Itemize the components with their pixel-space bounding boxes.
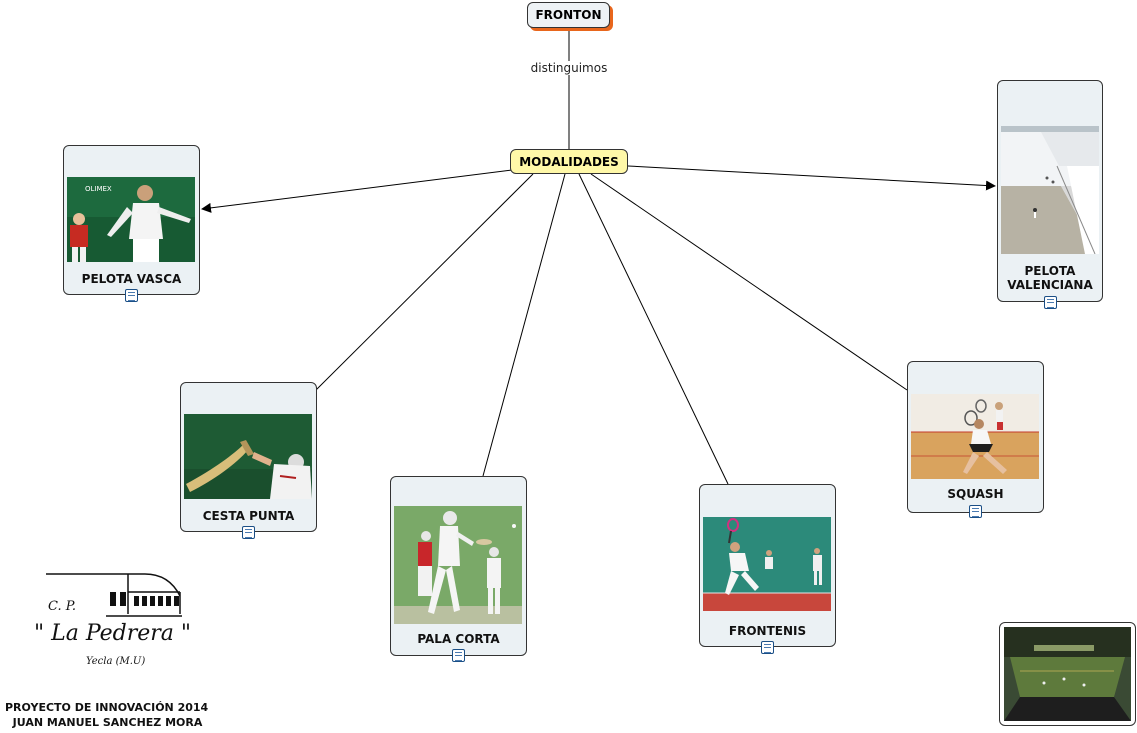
footer-author: JUAN MANUEL SANCHEZ MORA [12, 716, 203, 729]
pelota-vasca-resource-icon[interactable] [125, 289, 138, 302]
school-logo: C. P. " La Pedrera " Yecla (M.U) [30, 562, 210, 672]
pelota-valenciana-resource-icon[interactable] [1044, 296, 1057, 309]
link-to-pala-corta [482, 173, 566, 477]
concept-squash[interactable]: SQUASH [907, 361, 1044, 518]
root-concept-fronton[interactable]: FRONTON [527, 2, 610, 28]
frontenis-photo [703, 517, 831, 611]
pala-corta-photo [394, 506, 522, 624]
cesta-punta-label: CESTA PUNTA [202, 509, 295, 523]
concept-pelota-valenciana[interactable]: PELOTA VALENCIANA [997, 80, 1103, 309]
arrow-to-pelota-valenciana [627, 165, 996, 191]
cesta-punta-resource-icon[interactable] [242, 526, 255, 539]
pala-corta-resource-icon[interactable] [452, 649, 465, 662]
cesta-punta-photo [184, 414, 312, 499]
concept-pelota-vasca[interactable]: OLIMEX PELOTA VASCA [63, 145, 200, 302]
link-to-squash [590, 173, 908, 391]
concept-pala-corta[interactable]: PALA CORTA [390, 476, 527, 662]
fronton-court-image[interactable] [999, 622, 1136, 726]
frontenis-label: FRONTENIS [728, 624, 807, 638]
pala-corta-label: PALA CORTA [417, 632, 500, 646]
link-to-frontenis [578, 173, 729, 485]
squash-label: SQUASH [947, 487, 1004, 501]
logo-initials: C. P. [48, 599, 76, 614]
pelota-valenciana-label: PELOTA VALENCIANA [1007, 264, 1093, 292]
footer-project: PROYECTO DE INNOVACIÓN 2014 [5, 701, 209, 714]
pelota-vasca-photo: OLIMEX [67, 177, 195, 262]
link-to-cesta-punta [315, 173, 534, 391]
squash-photo [911, 394, 1039, 479]
footer-credits: PROYECTO DE INNOVACIÓN 2014 JUAN MANUEL … [5, 700, 208, 730]
svg-text:OLIMEX: OLIMEX [85, 185, 112, 193]
pelota-valenciana-photo [1001, 126, 1099, 254]
concept-frontenis[interactable]: FRONTENIS [699, 484, 836, 654]
logo-location: Yecla (M.U) [86, 656, 145, 667]
link-label-distinguimos: distinguimos [526, 61, 612, 75]
arrow-to-pelota-vasca [201, 169, 513, 213]
concept-cesta-punta[interactable]: CESTA PUNTA [180, 382, 317, 539]
frontenis-resource-icon[interactable] [761, 641, 774, 654]
logo-school-name: " La Pedrera " [34, 621, 191, 646]
squash-resource-icon[interactable] [969, 505, 982, 518]
center-concept-modalidades[interactable]: MODALIDADES [510, 149, 628, 174]
fronton-court-photo [1004, 627, 1131, 721]
pelota-vasca-label: PELOTA VASCA [81, 272, 182, 286]
